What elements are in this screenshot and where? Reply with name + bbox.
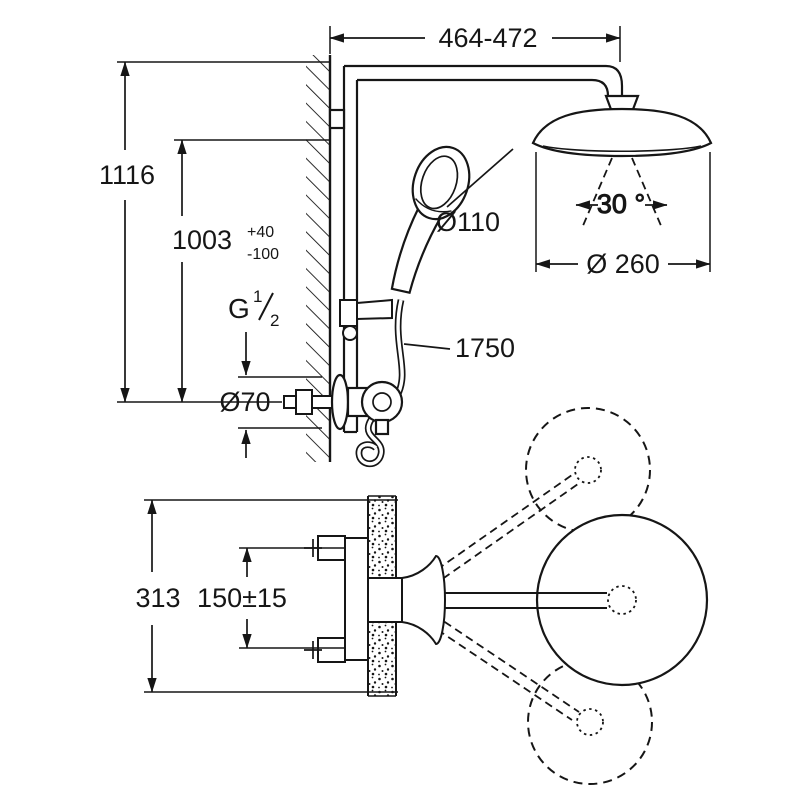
thread-numerator: 1 <box>253 287 262 306</box>
dim-headshower-diameter: Ø 260 <box>535 152 711 279</box>
hose-length-label: 1750 <box>455 333 515 363</box>
spray-angle: 30 ° <box>575 157 668 229</box>
swivel-center-bottom <box>576 708 604 736</box>
hose-inner <box>357 299 404 466</box>
dim-handshower-diameter: Ø110 <box>436 148 514 237</box>
valve-outlet <box>374 418 390 436</box>
thread-denominator: 2 <box>270 311 279 330</box>
hand-shower-detail <box>414 198 452 213</box>
shower-hose <box>355 299 406 468</box>
wall-bracket <box>328 108 346 130</box>
dim-riser-tol-minus: -100 <box>247 246 279 263</box>
head-shower <box>531 94 713 158</box>
thermostat-valve <box>330 373 404 436</box>
dim-connection-spacing: 150±15 <box>197 547 345 649</box>
plan-handle-bottom <box>317 637 346 663</box>
handshower-leader-line <box>446 148 514 208</box>
dim-escutcheon-diameter: Ø70 <box>219 332 322 458</box>
holder-arm <box>356 298 393 321</box>
dim-riser-tol-plus: +40 <box>247 224 274 241</box>
valve-escutcheon <box>330 373 350 431</box>
dim-escutcheon-label: Ø70 <box>219 387 270 417</box>
hand-shower-face <box>419 155 459 210</box>
head-shower-rim <box>542 145 702 153</box>
dim-handshower-label: Ø110 <box>436 207 500 237</box>
thread-fraction-slash <box>258 292 274 321</box>
supply-pipe <box>283 389 337 415</box>
dim-depth: 313 <box>135 499 398 693</box>
shower-arm-outer <box>344 64 624 96</box>
shower-riser-pipe <box>328 64 624 434</box>
plan-valve-body <box>367 577 403 623</box>
dim-overall-height: 1116 <box>99 61 330 403</box>
dim-headshower-label: Ø 260 <box>586 249 660 279</box>
hose-length-dim: 1750 <box>403 333 515 363</box>
swivel-circle-top <box>525 407 651 533</box>
holder-knob <box>342 325 358 341</box>
shower-arm-inner <box>357 78 610 97</box>
dim-depth-label: 313 <box>135 583 180 613</box>
plan-shower-arm <box>443 592 607 609</box>
hand-shower <box>390 145 471 295</box>
swivel-center-top <box>574 456 602 484</box>
handshower-holder <box>339 298 393 341</box>
plan-head-center <box>607 585 637 615</box>
plan-center-marks <box>574 456 637 736</box>
dim-top-width-label: 464-472 <box>438 23 537 53</box>
thread-letter: G <box>228 293 250 324</box>
supply-fitting <box>295 389 313 415</box>
plan-head-shower <box>535 513 709 687</box>
thread-size-label: G 1 2 <box>228 287 279 330</box>
holder-clamp <box>339 299 358 327</box>
dim-top-width: 464-472 <box>329 23 621 62</box>
valve-handle-center <box>372 392 392 412</box>
hand-shower-handle <box>390 205 443 295</box>
plan-arm-escutcheon <box>401 554 446 646</box>
spray-angle-label: 30 ° <box>597 189 645 219</box>
hose-leader-line <box>403 343 451 350</box>
dim-overall-height-label: 1116 <box>99 160 155 190</box>
dim-connection-spacing-label: 150±15 <box>197 583 287 613</box>
dim-riser-height-label: 1003 <box>172 225 232 255</box>
head-shower-body <box>531 107 713 158</box>
dim-riser-height: 1003 +40 -100 <box>172 139 330 403</box>
plan-mounting-plate <box>344 537 369 661</box>
